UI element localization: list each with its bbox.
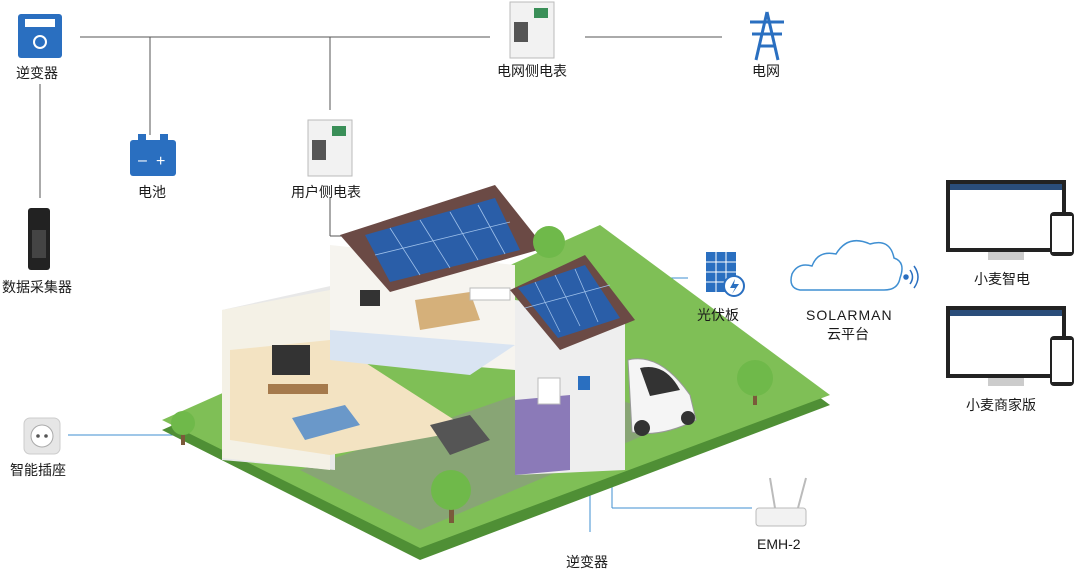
svg-text:+: + [156,153,165,170]
label-cloud-platform: 云平台 [827,326,869,342]
monitor-icon [946,180,1066,386]
router-icon [755,477,807,527]
car-icon [627,358,697,436]
connector-lines [39,36,722,237]
label-grid-meter: 电网侧电表 [497,63,567,79]
label-smart-plug: 智能插座 [10,462,66,478]
label-inverter-top: 逆变器 [16,65,58,81]
house [222,185,635,475]
solar-panel-icon [706,252,745,297]
label-emh: EMH-2 [757,536,801,552]
wifi-icon [903,265,919,289]
cloud-icon [790,239,903,291]
smart-plug-icon [23,417,61,455]
svg-text:–: – [138,152,147,169]
label-user-meter: 用户侧电表 [291,184,361,200]
label-app-xiaomai: 小麦智电 [974,271,1030,287]
label-datalogger: 数据采集器 [2,279,72,295]
transmission-tower-icon [750,11,784,61]
user-meter-icon [307,119,353,177]
inverter-icon [18,14,62,58]
tree-icon [171,226,773,523]
label-grid: 电网 [752,63,780,79]
battery-icon: – + [130,134,176,176]
label-battery: 电池 [138,184,166,200]
phone-icon [1050,212,1074,386]
datalogger-icon [28,208,50,270]
grid-meter-icon [509,1,555,59]
label-pv-panel: 光伏板 [697,307,739,323]
label-cloud-name: SOLARMAN [806,307,893,323]
label-inverter-bottom: 逆变器 [566,554,608,570]
label-app-business: 小麦商家版 [966,397,1036,413]
